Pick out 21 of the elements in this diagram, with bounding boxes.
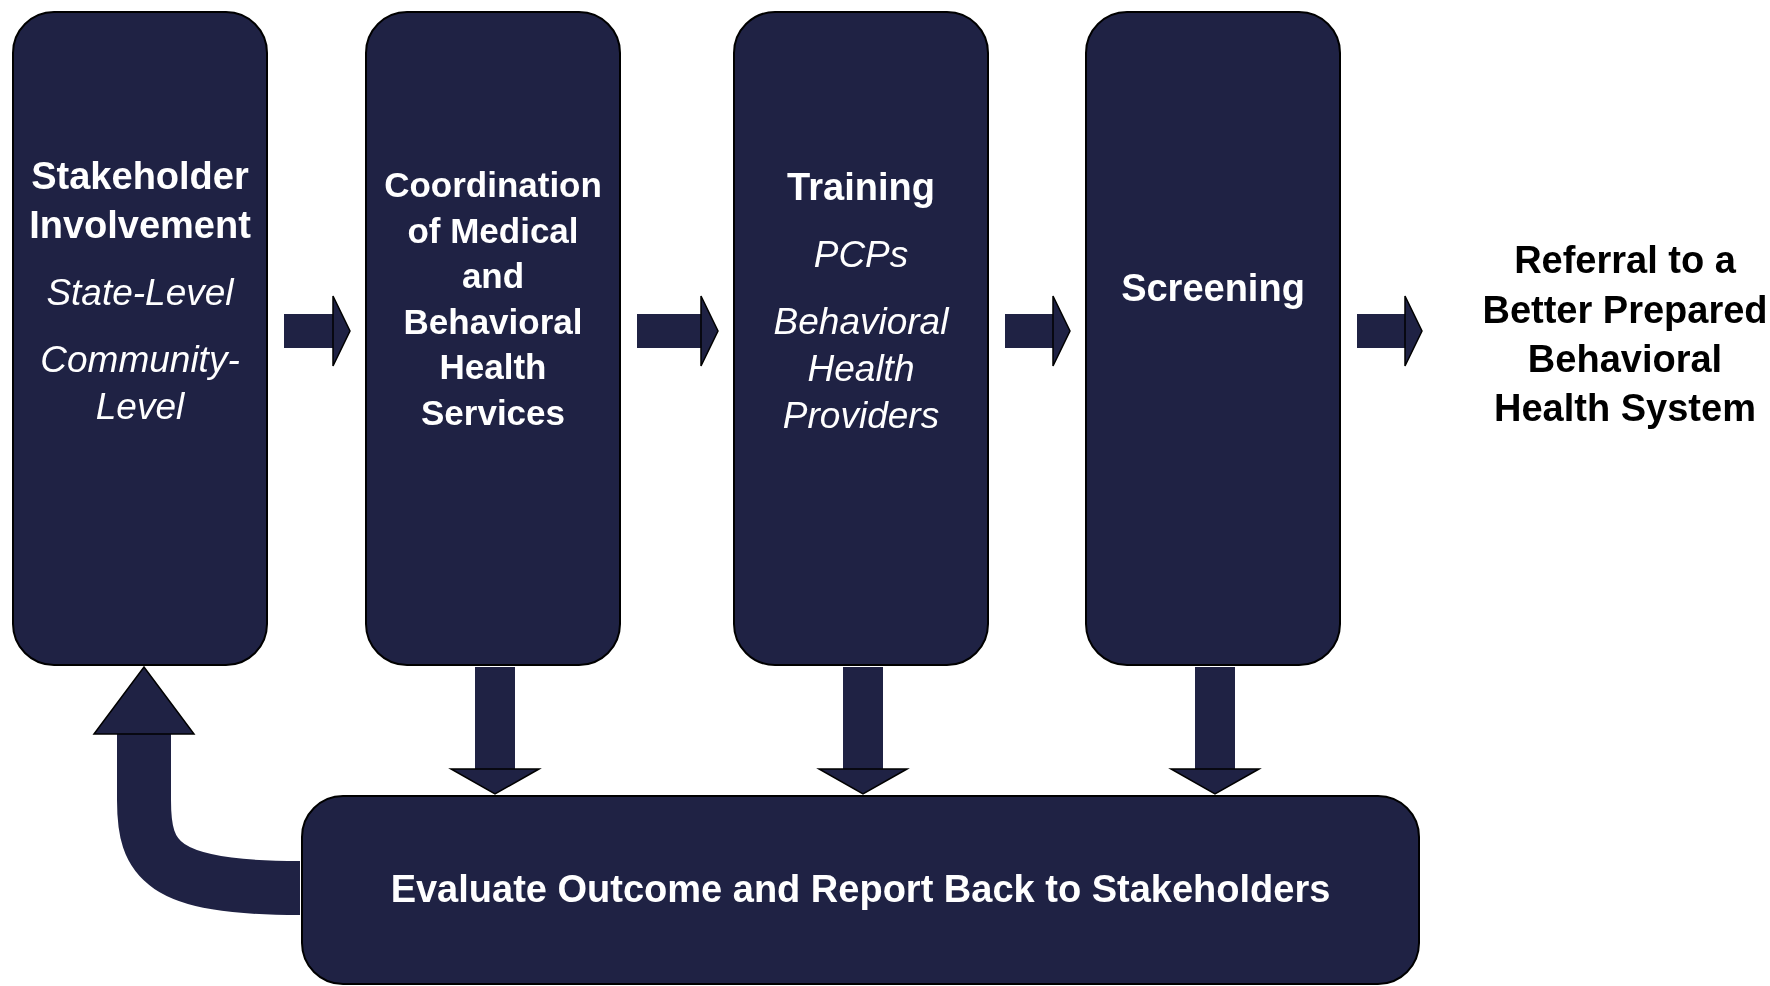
- box-subtitle: State-Level: [46, 271, 234, 316]
- block-arrow: [637, 295, 719, 367]
- box-subtitle: Community-Level: [39, 338, 241, 430]
- box-title: Stakeholder Involvement: [28, 153, 252, 248]
- process-box: [733, 11, 989, 666]
- block-arrow: [1357, 295, 1423, 367]
- box-title: Training: [787, 164, 935, 210]
- outcome-text: Referral to a Better Prepared Behavioral Health System: [1481, 238, 1769, 432]
- process-box: [365, 11, 621, 666]
- block-arrow: [284, 295, 351, 367]
- box-title: Coordination of Medical and Behavioral Health Services: [383, 164, 603, 434]
- process-box: [12, 11, 268, 666]
- box-subtitle: Behavioral Health Providers: [772, 300, 951, 439]
- box-subtitle: PCPs: [813, 233, 909, 278]
- box-title: Screening: [1121, 265, 1305, 311]
- block-arrow: [818, 667, 908, 795]
- box-label: Evaluate Outcome and Report Back to Stakeholders: [390, 867, 1331, 913]
- process-box: [301, 795, 1420, 985]
- block-arrow: [1170, 667, 1260, 795]
- block-arrow: [1005, 295, 1071, 367]
- process-box: [1085, 11, 1341, 666]
